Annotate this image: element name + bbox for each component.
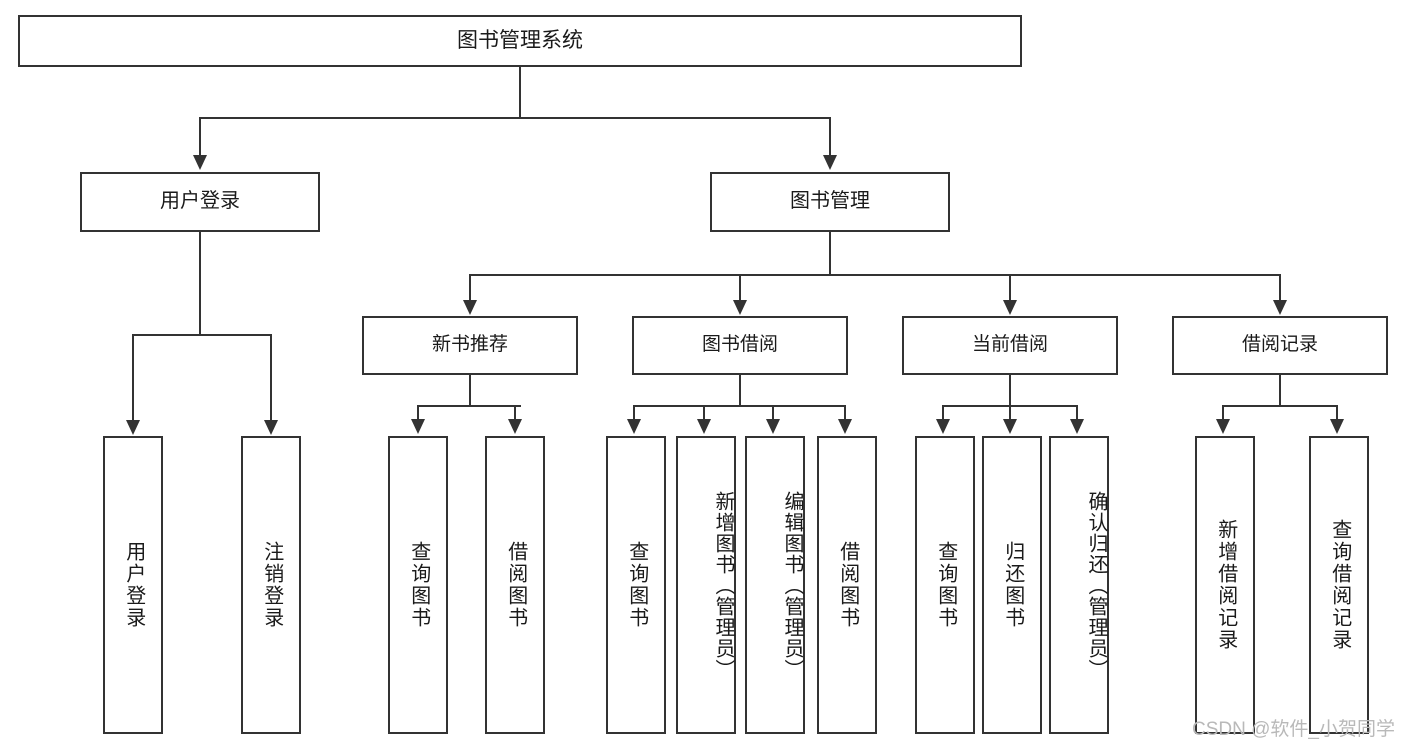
connector-new-book-drop-2 (514, 405, 516, 421)
arrowhead-level3-1 (463, 300, 477, 315)
arrowhead-borrow-1 (627, 419, 641, 434)
connector-new-book-stem (469, 375, 471, 405)
arrowhead-current-3 (1070, 419, 1084, 434)
connector-book-mgmt-stem (829, 232, 831, 274)
connector-level3-drop-4 (1279, 274, 1281, 302)
leaf-current-query-book[interactable]: 查询图书 (915, 436, 975, 734)
leaf-current-return-book[interactable]: 归还图书 (982, 436, 1042, 734)
connector-current-stem (1009, 375, 1011, 405)
node-user-login[interactable]: 用户登录 (80, 172, 320, 232)
connector-current-drop-3 (1076, 405, 1078, 421)
connector-user-login-stem (199, 232, 201, 334)
arrowhead-level2-1 (193, 155, 207, 170)
leaf-borrow-borrow-book[interactable]: 借阅图书 (817, 436, 877, 734)
node-current-borrow[interactable]: 当前借阅 (902, 316, 1118, 375)
connector-level3-drop-3 (1009, 274, 1011, 302)
connector-level3-drop-2 (739, 274, 741, 302)
connector-records-bus (1222, 405, 1338, 407)
arrowhead-user-login-2 (264, 420, 278, 435)
arrowhead-level2-2 (823, 155, 837, 170)
connector-user-login-drop-1 (132, 334, 134, 422)
connector-new-book-drop-1 (417, 405, 419, 421)
connector-borrow-drop-2 (703, 405, 705, 421)
connector-root-stem (519, 67, 521, 117)
leaf-borrow-add-book-admin[interactable]: 新增图书（管理员） (676, 436, 736, 734)
node-borrow-records[interactable]: 借阅记录 (1172, 316, 1388, 375)
connector-borrow-stem (739, 375, 741, 405)
connector-records-drop-2 (1336, 405, 1338, 421)
arrowhead-current-2 (1003, 419, 1017, 434)
connector-borrow-drop-1 (633, 405, 635, 421)
node-book-management[interactable]: 图书管理 (710, 172, 950, 232)
connector-level2-bus (199, 117, 831, 119)
connector-borrow-drop-3 (772, 405, 774, 421)
connector-borrow-drop-4 (844, 405, 846, 421)
connector-user-login-bus (132, 334, 270, 336)
connector-user-login-drop-2 (270, 334, 272, 422)
connector-level2-drop-1 (199, 117, 201, 157)
node-root-system[interactable]: 图书管理系统 (18, 15, 1022, 67)
arrowhead-level3-3 (1003, 300, 1017, 315)
connector-records-stem (1279, 375, 1281, 405)
leaf-records-query-record[interactable]: 查询借阅记录 (1309, 436, 1369, 734)
arrowhead-records-1 (1216, 419, 1230, 434)
arrowhead-borrow-2 (697, 419, 711, 434)
connector-current-drop-2 (1009, 405, 1011, 421)
arrowhead-borrow-3 (766, 419, 780, 434)
leaf-records-add-record[interactable]: 新增借阅记录 (1195, 436, 1255, 734)
leaf-user-login-login[interactable]: 用户登录 (103, 436, 163, 734)
arrowhead-new-book-2 (508, 419, 522, 434)
leaf-new-book-borrow[interactable]: 借阅图书 (485, 436, 545, 734)
connector-borrow-bus (633, 405, 846, 407)
leaf-borrow-edit-book-admin[interactable]: 编辑图书（管理员） (745, 436, 805, 734)
arrowhead-current-1 (936, 419, 950, 434)
connector-level3-bus (469, 274, 1281, 276)
arrowhead-new-book-1 (411, 419, 425, 434)
connector-current-drop-1 (942, 405, 944, 421)
leaf-borrow-query-book[interactable]: 查询图书 (606, 436, 666, 734)
connector-new-book-bus (417, 405, 521, 407)
leaf-user-login-logout[interactable]: 注销登录 (241, 436, 301, 734)
node-book-borrow[interactable]: 图书借阅 (632, 316, 848, 375)
leaf-new-book-query[interactable]: 查询图书 (388, 436, 448, 734)
arrowhead-level3-2 (733, 300, 747, 315)
arrowhead-records-2 (1330, 419, 1344, 434)
connector-records-drop-1 (1222, 405, 1224, 421)
connector-level2-drop-2 (829, 117, 831, 157)
arrowhead-user-login-1 (126, 420, 140, 435)
arrowhead-level3-4 (1273, 300, 1287, 315)
arrowhead-borrow-4 (838, 419, 852, 434)
leaf-current-confirm-return-admin[interactable]: 确认归还（管理员） (1049, 436, 1109, 734)
csdn-watermark: CSDN @软件_小贺同学 (1192, 719, 1395, 740)
node-new-book-recommend[interactable]: 新书推荐 (362, 316, 578, 375)
connector-level3-drop-1 (469, 274, 471, 302)
